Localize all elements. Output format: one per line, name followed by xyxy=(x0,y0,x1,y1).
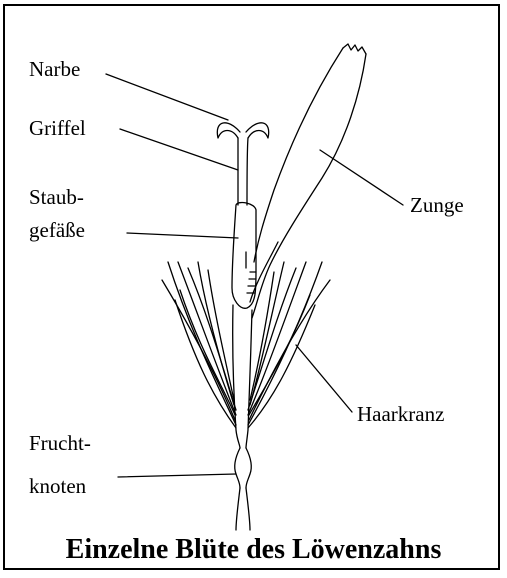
pappus-left xyxy=(162,262,236,428)
label-staub-line2: gefäße xyxy=(29,218,85,242)
label-griffel: Griffel xyxy=(29,116,86,140)
label-staub-line1: Staub- xyxy=(29,185,84,209)
label-haarkranz: Haarkranz xyxy=(357,402,444,426)
diagram-caption: Einzelne Blüte des Löwenzahns xyxy=(0,534,507,566)
label-frucht-line1: Frucht- xyxy=(29,431,91,455)
style-stigma xyxy=(217,123,268,205)
corolla-tube-ovary xyxy=(233,305,252,530)
zunge-petal xyxy=(250,44,366,318)
label-narbe: Narbe xyxy=(29,57,80,81)
label-zunge: Zunge xyxy=(410,193,464,217)
label-frucht-line2: knoten xyxy=(29,474,86,498)
pappus-right xyxy=(248,262,330,428)
anther-tube xyxy=(232,203,256,309)
